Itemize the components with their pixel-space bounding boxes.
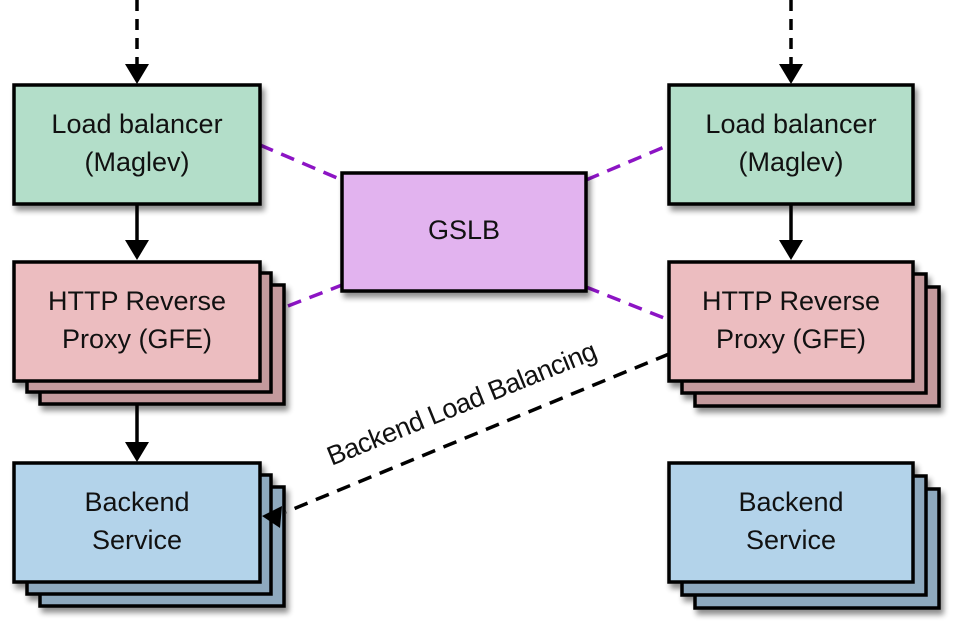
right-backend-stack[interactable] bbox=[667, 461, 941, 610]
left-proxy-label-line1: HTTP Reverse bbox=[48, 286, 226, 316]
arrowhead-right-incoming bbox=[779, 64, 803, 84]
left-load-balancer-label-line1: Load balancer bbox=[51, 109, 222, 139]
right-backend-label-line2: Service bbox=[746, 525, 836, 555]
incoming-arrows bbox=[125, 0, 803, 84]
left-load-balancer-label-line2: (Maglev) bbox=[84, 147, 189, 177]
gslb-link-left-lb bbox=[259, 143, 343, 182]
right-backend-label-line1: Backend bbox=[738, 487, 843, 517]
gslb-link-right-proxy bbox=[585, 285, 670, 322]
right-proxy-label-line1: HTTP Reverse bbox=[702, 286, 880, 316]
gslb-box[interactable] bbox=[340, 171, 588, 293]
left-proxy-label-line2: Proxy (GFE) bbox=[62, 324, 212, 354]
left-backend-label-line2: Service bbox=[92, 525, 182, 555]
arrowhead-right-proxy bbox=[779, 240, 803, 260]
backend-load-balancing-label: Backend Load Balancing bbox=[323, 336, 601, 472]
backend-load-balancing-edge: Backend Load Balancing bbox=[262, 336, 670, 528]
arrowhead-left-proxy bbox=[125, 240, 149, 260]
right-proxy-stack[interactable] bbox=[667, 260, 941, 408]
arrowhead-left-incoming bbox=[125, 64, 149, 84]
right-proxy-label-line2: Proxy (GFE) bbox=[716, 324, 866, 354]
flow-arrows bbox=[125, 204, 803, 462]
backend-load-balancing-arrowhead bbox=[262, 506, 282, 528]
arrowhead-left-backend bbox=[125, 442, 149, 462]
gslb-links bbox=[259, 143, 670, 322]
right-load-balancer[interactable] bbox=[667, 83, 915, 206]
backend-load-balancing-line bbox=[285, 352, 670, 514]
right-load-balancer-label-line2: (Maglev) bbox=[738, 147, 843, 177]
left-backend-stack[interactable] bbox=[12, 461, 286, 608]
gslb-link-right-lb bbox=[585, 143, 670, 182]
left-backend-label-line1: Backend bbox=[84, 487, 189, 517]
left-load-balancer[interactable] bbox=[12, 83, 262, 206]
right-load-balancer-label-line1: Load balancer bbox=[705, 109, 876, 139]
gslb-link-left-proxy bbox=[287, 283, 343, 308]
gslb-label: GSLB bbox=[428, 215, 500, 245]
left-proxy-stack[interactable] bbox=[12, 260, 286, 406]
